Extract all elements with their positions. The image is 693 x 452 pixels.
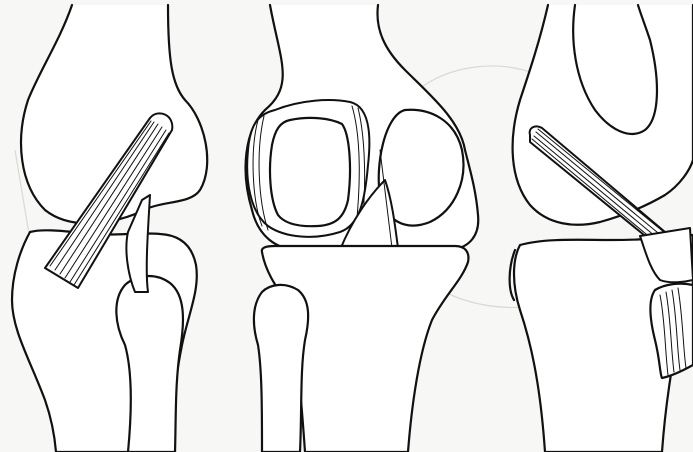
fibula-middle xyxy=(254,285,308,452)
patella-inner xyxy=(270,118,350,226)
knee-view-left xyxy=(12,5,207,452)
knee-view-right xyxy=(510,5,693,452)
knee-view-middle xyxy=(246,5,479,452)
